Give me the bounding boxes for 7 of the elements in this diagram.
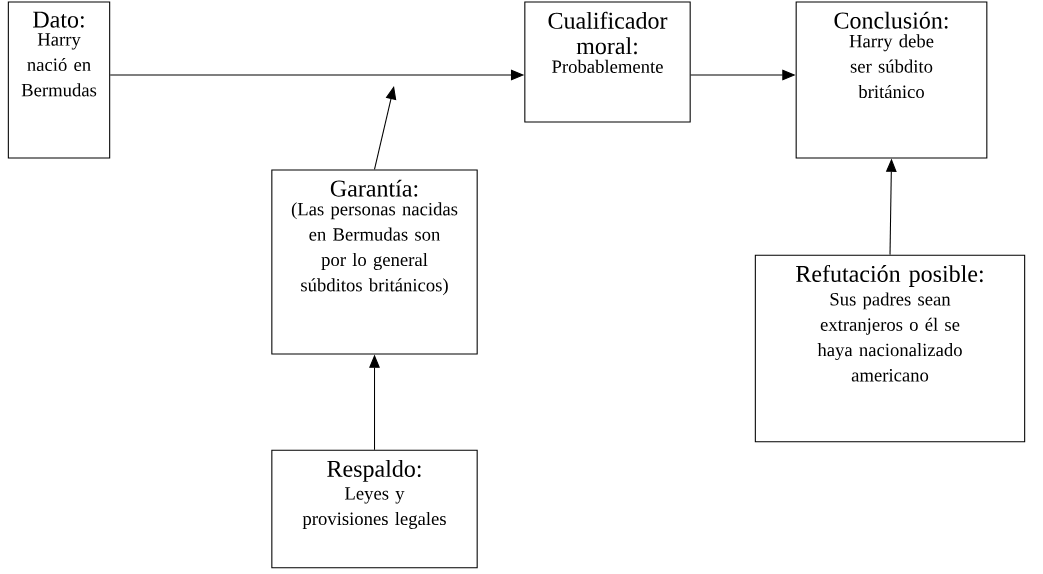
text-box: Respaldo: Leyes y provisiones legales: [271, 449, 478, 569]
text-box: Cualificador moral: Probablemente: [524, 1, 691, 123]
text-box: Refutación posible: Sus padres sean extranjeros o él se haya nacionalizado americano: [754, 254, 1026, 443]
text-box: Dato: Harry nació en Bermudas: [7, 1, 111, 159]
text-box: Conclusión: Harry debe ser súbdito británico: [795, 1, 988, 159]
text-box: Garantía: (Las personas nacidas en Bermudas son por lo general súbditos británicos): [271, 169, 478, 355]
arrow: [373, 86, 397, 170]
